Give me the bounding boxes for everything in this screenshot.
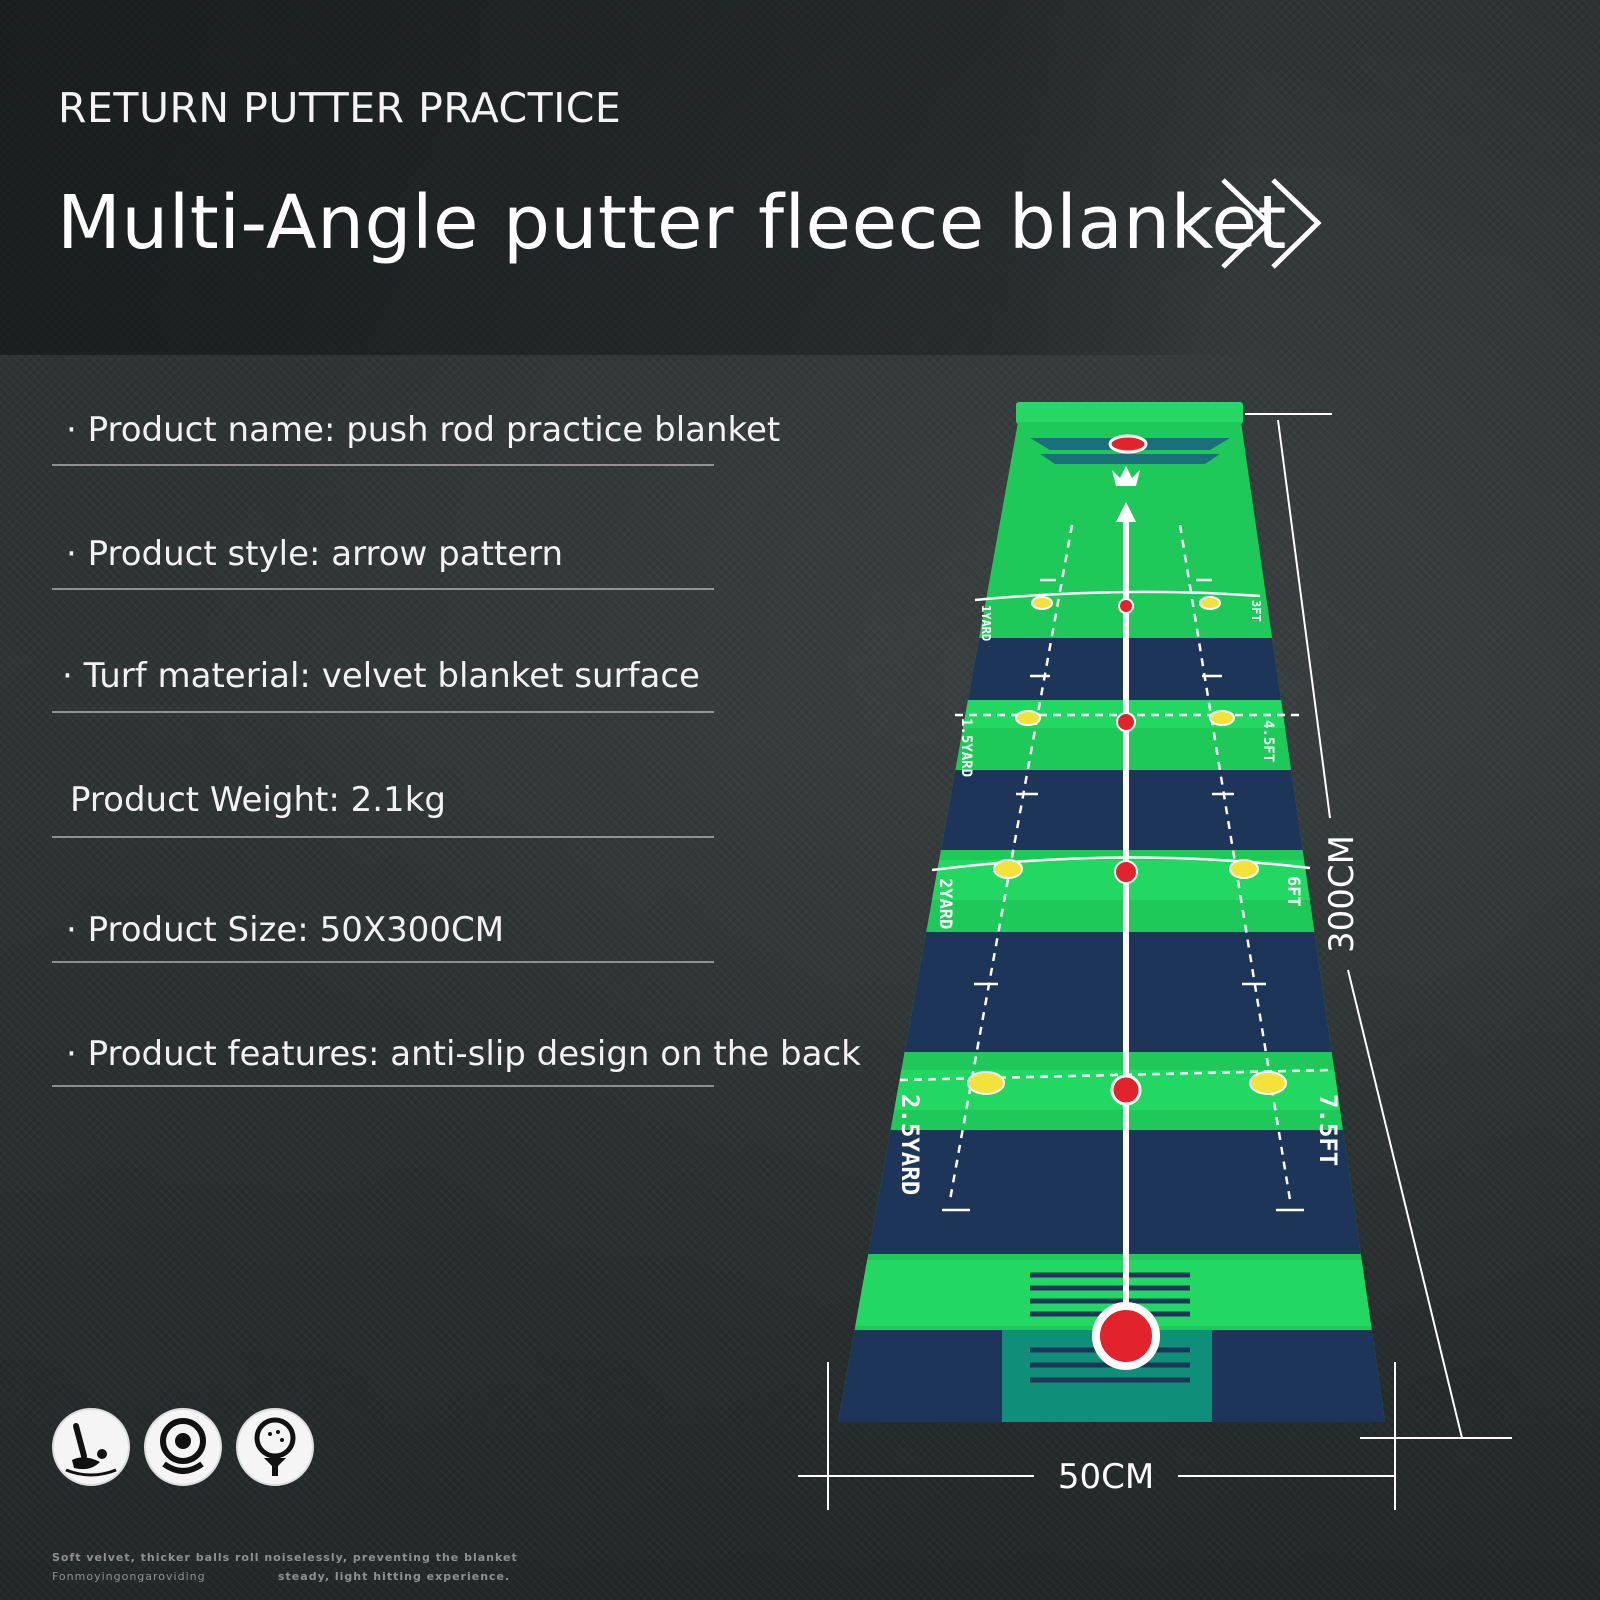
arrow-head — [1116, 502, 1136, 522]
label-6ft: 6FT — [1283, 876, 1303, 907]
golf-putter-icon — [52, 1408, 130, 1486]
target-hole-icon — [144, 1408, 222, 1486]
left-distance-labels: 1YARD 1.5YARD 2YARD 2.5YARD — [896, 605, 993, 1195]
right-distance-labels: 3FT 4.5FT 6FT 7.5FT — [1249, 600, 1342, 1166]
length-dimension-label: 300CM — [1322, 835, 1362, 953]
spec-text: · Product style: arrow pattern — [66, 534, 564, 574]
spec-product-name: · Product name: push rod practice blanke… — [52, 410, 781, 450]
double-chevron-right-icon — [1221, 178, 1322, 269]
label-1yard: 1YARD — [979, 605, 993, 641]
spec-text: · Product Size: 50X300CM — [66, 910, 505, 950]
dimension-lines — [798, 413, 1512, 1510]
label-2-5yard: 2.5YARD — [896, 1094, 924, 1195]
spec-text: Product Weight: 2.1kg — [70, 780, 446, 820]
target-markers — [967, 596, 1287, 1095]
mat-surface — [838, 422, 1385, 1422]
crown-icon — [1112, 466, 1140, 486]
footer-caption-line1: Soft velvet, thicker balls roll noiseles… — [52, 1551, 518, 1564]
tick-marks — [942, 578, 1304, 1212]
header-band — [0, 0, 1255, 355]
spec-text: · Product features: anti-slip design on … — [66, 1034, 861, 1074]
label-2yard: 2YARD — [935, 878, 955, 929]
label-1-5yard: 1.5YARD — [958, 718, 974, 777]
width-dimension-label: 50CM — [1058, 1457, 1154, 1497]
putting-mat-illustration: 1YARD 1.5YARD 2YARD 2.5YARD 3FT 4.5FT 6F… — [798, 402, 1512, 1510]
divider — [52, 711, 714, 713]
divider — [52, 961, 714, 963]
hole-markers — [1092, 434, 1160, 1370]
footer-caption-watermark: Fonmoyingongaroviding — [52, 1570, 206, 1583]
divider — [52, 1085, 714, 1087]
spec-turf-material: · Turf material: velvet blanket surface — [52, 656, 714, 696]
spec-text: · Turf material: velvet blanket surface — [62, 656, 700, 696]
spec-product-features: · Product features: anti-slip design on … — [52, 1034, 861, 1074]
divider — [52, 588, 714, 590]
divider — [52, 464, 714, 466]
page-subtitle: RETURN PUTTER PRACTICE — [58, 84, 622, 132]
page-title: Multi-Angle putter fleece blanket — [57, 180, 1287, 266]
footer-caption-line2: steady, light hitting experience. — [278, 1570, 511, 1583]
golf-ball-tee-icon — [236, 1408, 314, 1486]
spec-text: · Product name: push rod practice blanke… — [66, 410, 781, 450]
spec-product-weight: Product Weight: 2.1kg — [52, 780, 714, 820]
label-3ft: 3FT — [1249, 600, 1263, 622]
label-7-5ft: 7.5FT — [1314, 1094, 1342, 1166]
divider — [52, 836, 714, 838]
return-ramp — [1016, 402, 1243, 424]
spec-product-style: · Product style: arrow pattern — [52, 534, 714, 574]
spec-product-size: · Product Size: 50X300CM — [52, 910, 714, 950]
label-4-5ft: 4.5FT — [1260, 720, 1276, 762]
